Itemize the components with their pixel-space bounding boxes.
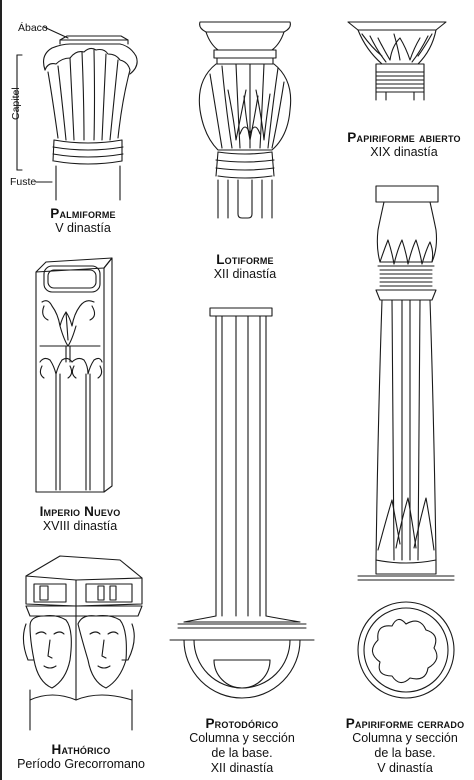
left-border-line <box>0 0 2 780</box>
open-papyriform-column-drawing <box>348 22 446 100</box>
caption-line: Período Grecorromano <box>17 757 145 771</box>
caption-title: Hathórico <box>51 742 111 757</box>
caption-line: XIX dinastía <box>370 145 438 159</box>
closed-papyriform-column-drawing <box>358 186 454 698</box>
fuste-label: Fuste <box>10 176 37 188</box>
caption-line: XVIII dinastía <box>42 519 118 533</box>
new-kingdom-pillar-drawing <box>36 258 112 492</box>
caption-line: de la base. <box>211 746 273 760</box>
caption-papiriforme-cerrado: Papiriforme cerrado Columna y sección de… <box>338 716 472 776</box>
caption-line: XII dinastía <box>213 267 277 281</box>
caption-protodorico: Protodórico Columna y sección de la base… <box>178 716 306 776</box>
caption-title: Protodórico <box>205 716 279 731</box>
caption-title: Papiriforme cerrado <box>345 716 465 731</box>
protodoric-column-drawing <box>170 308 314 698</box>
caption-lotiforme: Lotiforme XII dinastía <box>190 252 300 282</box>
caption-palmiforme: Palmiforme V dinastía <box>28 206 138 236</box>
caption-papiriforme-abierto: Papiriforme abierto XIX dinastía <box>336 130 472 160</box>
caption-imperio-nuevo: Imperio Nuevo XVIII dinastía <box>22 504 138 534</box>
caption-hathorico: Hathórico Período Grecorromano <box>6 742 156 772</box>
caption-title: Papiriforme abierto <box>347 130 461 145</box>
abaco-label: Ábaco <box>18 22 48 34</box>
caption-line: XII dinastía <box>210 761 274 775</box>
caption-line: V dinastía <box>377 761 433 775</box>
caption-title: Lotiforme <box>216 252 274 267</box>
caption-line: V dinastía <box>55 221 111 235</box>
caption-line: Columna y sección <box>189 731 295 745</box>
abaco-leader-line <box>44 27 68 38</box>
lotiform-column-drawing <box>199 22 290 218</box>
capitel-label: Capitel <box>10 87 22 120</box>
palmiform-column-drawing <box>17 27 137 200</box>
caption-line: Columna y sección <box>352 731 458 745</box>
caption-line: de la base. <box>374 746 436 760</box>
caption-title: Imperio Nuevo <box>39 504 121 519</box>
hathoric-column-drawing <box>23 556 142 730</box>
caption-title: Palmiforme <box>50 206 116 221</box>
